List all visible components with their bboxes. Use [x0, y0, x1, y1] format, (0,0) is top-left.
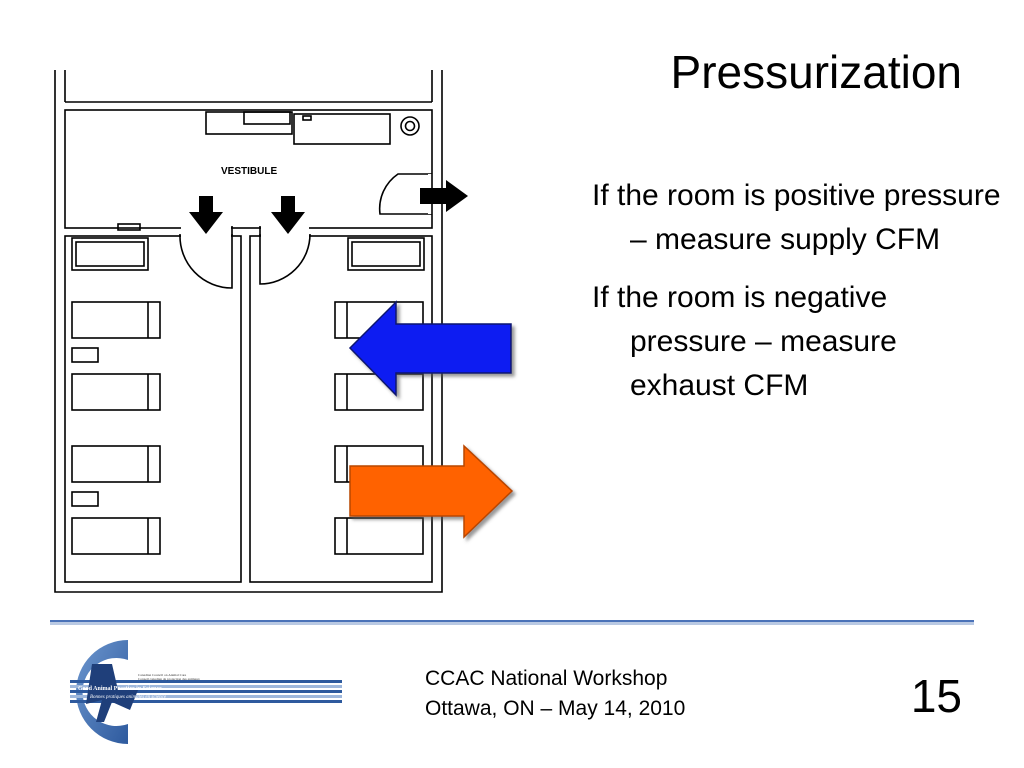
bullet-positive-pressure: If the room is positive pressure – measu… [592, 179, 1001, 256]
left-room-door [179, 233, 233, 289]
footer-text: CCAC National Workshop Ottawa, ON – May … [425, 664, 685, 724]
logo-tagline-en: Good Animal Practice in Science [78, 686, 162, 692]
supply-air-arrow [348, 300, 512, 397]
exit-door [378, 173, 432, 215]
footer-line-2: Ottawa, ON – May 14, 2010 [425, 697, 686, 720]
cabinet [293, 113, 391, 145]
logo-org-fr: Conseil canadien de protection des anima… [138, 677, 200, 681]
inner-wall [64, 70, 433, 102]
logo-org-en: Canadian Council on Animal Care [138, 673, 187, 677]
bullet-negative-pressure: If the room is negative pressure – measu… [592, 281, 897, 402]
rack [71, 301, 161, 339]
rack [347, 237, 425, 271]
logo-tagline-fr: Bonnes pratiques animales en science [90, 695, 167, 700]
airflow-arrow-down-right [271, 196, 305, 234]
rack [71, 373, 161, 411]
rack [334, 517, 424, 555]
airflow-arrow-down-left [189, 196, 223, 234]
left-room-outline [64, 235, 242, 583]
rack [334, 373, 424, 411]
rack [71, 237, 149, 271]
sink-inner [404, 120, 416, 132]
right-room-door [259, 233, 311, 285]
small-fixture [117, 223, 141, 231]
airflow-arrow-exit [420, 180, 468, 212]
slide-title: Pressurization [670, 46, 962, 98]
exhaust-air-arrow [349, 444, 514, 539]
right-room-outline [249, 235, 433, 583]
rack [71, 517, 161, 555]
footer-line-1: CCAC National Workshop [425, 667, 668, 690]
cabinet-handle [302, 115, 312, 121]
sink-outer [400, 116, 420, 136]
footer-divider [50, 620, 974, 625]
small-unit [71, 347, 99, 363]
floor-plan-diagram: VESTIBULE [54, 70, 514, 593]
ccac-logo: Canadian Council on Animal Care Conseil … [70, 640, 342, 744]
small-unit [71, 491, 99, 507]
logo-c-shape [76, 640, 128, 744]
bullet-list: If the room is positive pressure – measu… [592, 174, 1002, 422]
page-number: 15 [910, 670, 962, 722]
counter-1 [205, 111, 293, 135]
vestibule-outline [64, 109, 433, 229]
vestibule-label: VESTIBULE [221, 166, 277, 177]
logo-figure [86, 664, 138, 722]
counter-2 [243, 111, 291, 125]
rack [71, 445, 161, 483]
